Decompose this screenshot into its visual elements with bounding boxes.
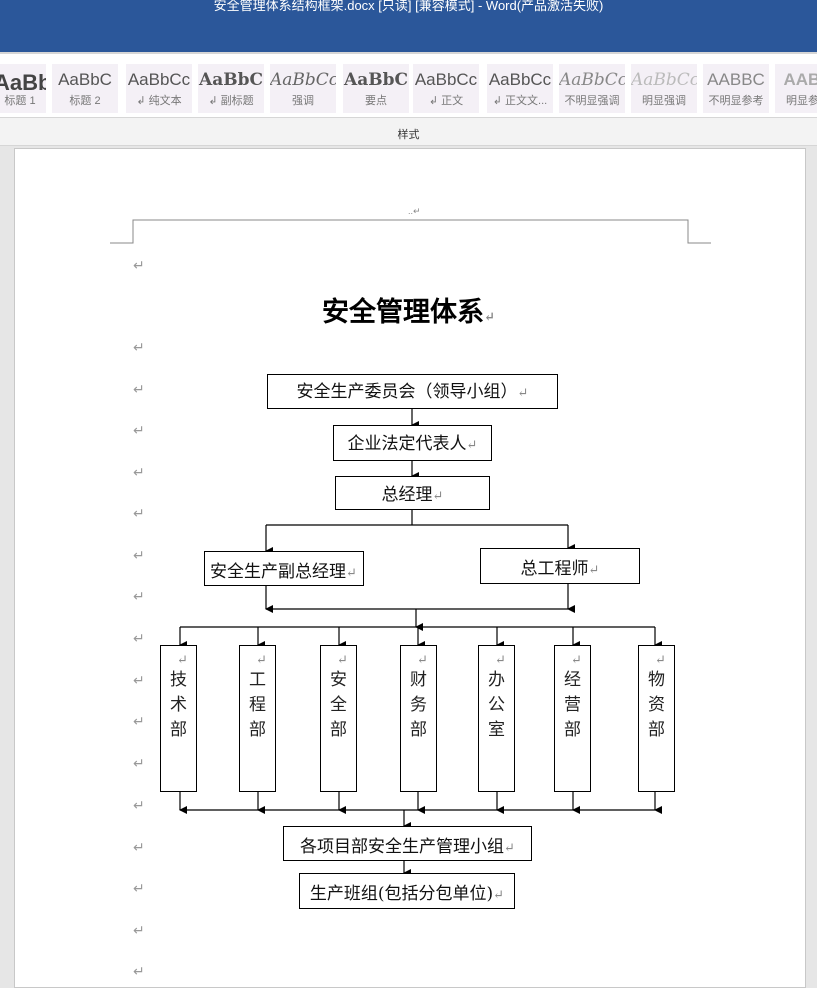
style-7[interactable]: AaBbCc ↲ 正文文... (487, 64, 553, 113)
style-3[interactable]: AaBbC ↲ 副标题 (198, 64, 264, 113)
paragraph-mark: ↵ (133, 589, 145, 605)
paragraph-mark: ↵ (133, 714, 145, 730)
style-sample: AaBbCc (631, 70, 697, 90)
paragraph-mark: ↵ (133, 548, 145, 564)
style-9[interactable]: AaBbCc 明显强调 (631, 64, 697, 113)
style-sample: AaBbCc (559, 70, 625, 90)
style-label: 不明显强调 (564, 95, 620, 107)
style-sample: AaBb (0, 70, 46, 95)
department-char: 部 (410, 720, 427, 740)
box-legal-rep[interactable]: 企业法定代表人↵ (333, 425, 492, 461)
style-label: ↲ 纯文本 (136, 95, 182, 107)
box-department[interactable]: ↵工程部 (239, 645, 276, 792)
department-char: 部 (330, 720, 347, 740)
paragraph-mark: ↵ (133, 923, 145, 939)
department-char: 程 (249, 695, 266, 715)
style-label: 明显参考 (786, 95, 817, 107)
department-char: 务 (410, 695, 427, 715)
header-boundary (110, 219, 711, 244)
department-char: 经 (564, 670, 581, 690)
paragraph-mark: ↵ (133, 423, 145, 439)
box-chief-engineer[interactable]: 总工程师↵ (480, 548, 640, 584)
style-11[interactable]: AABB 明显参考 (775, 64, 817, 113)
style-label: ↲ 正文 (428, 95, 464, 107)
box-department[interactable]: ↵安全部 (320, 645, 357, 792)
department-char: 部 (249, 720, 266, 740)
style-sample: AABB (783, 70, 817, 89)
department-char: 资 (648, 695, 665, 715)
style-sample: AaBbCc (414, 70, 478, 89)
style-label: ↲ 正文文... (492, 95, 548, 107)
style-sample: AaBbCc (127, 70, 191, 89)
department-char: 公 (488, 695, 505, 715)
style-label: 不明显参考 (708, 95, 764, 107)
paragraph-mark: ↵ (133, 506, 145, 522)
paragraph-mark: ↵ (133, 258, 145, 274)
style-sample: AaBbC (199, 70, 263, 90)
paragraph-mark: ↵ (133, 881, 145, 897)
paragraph-mark: ↵ (133, 340, 145, 356)
style-sample: AaBbCc (488, 70, 552, 89)
style-5[interactable]: AaBbC 要点 (343, 64, 409, 113)
department-char: 工 (249, 670, 266, 690)
department-char: 办 (488, 670, 505, 690)
department-char: 部 (170, 720, 187, 740)
box-deputy-gm[interactable]: 安全生产副总经理↵ (204, 551, 364, 586)
paragraph-mark: ↵ (133, 756, 145, 772)
box-department[interactable]: ↵办公室 (478, 645, 515, 792)
department-char: 部 (648, 720, 665, 740)
paragraph-mark: ↵ (133, 465, 145, 481)
department-char: 部 (564, 720, 581, 740)
style-label: 标题 1 (4, 95, 36, 107)
style-8[interactable]: AaBbCc 不明显强调 (559, 64, 625, 113)
header-mark: ..↵ (408, 206, 421, 216)
paragraph-mark: ↵ (133, 382, 145, 398)
box-department[interactable]: ↵技术部 (160, 645, 197, 792)
style-sample: AaBbC (58, 70, 112, 89)
department-char: 术 (170, 695, 187, 715)
style-sample: AaBbCc (270, 70, 336, 90)
box-project-group[interactable]: 各项目部安全生产管理小组↵ (283, 826, 532, 861)
window-title: 安全管理体系结构框架.docx [只读] [兼容模式] - Word(产品激活失… (213, 0, 604, 13)
department-char: 物 (648, 670, 665, 690)
box-committee[interactable]: 安全生产委员会（领导小组）↵ (267, 374, 558, 409)
paragraph-mark: ↵ (133, 840, 145, 856)
box-department[interactable]: ↵物资部 (638, 645, 675, 792)
style-label: 明显强调 (642, 95, 686, 107)
paragraph-mark: ↵ (133, 673, 145, 689)
box-general-manager[interactable]: 总经理↵ (335, 476, 490, 510)
style-label: 要点 (365, 95, 387, 107)
box-department[interactable]: ↵经营部 (554, 645, 591, 792)
box-department[interactable]: ↵财务部 (400, 645, 437, 792)
paragraph-mark: ↵ (133, 798, 145, 814)
department-char: 财 (410, 670, 427, 690)
style-6[interactable]: AaBbCc ↲ 正文 (413, 64, 479, 113)
style-label: 强调 (292, 95, 314, 107)
style-label: ↲ 副标题 (208, 95, 254, 107)
department-char: 安 (330, 670, 347, 690)
document-page[interactable] (14, 148, 806, 988)
style-1[interactable]: AaBbC 标题 2 (52, 64, 118, 113)
paragraph-mark: ↵ (133, 631, 145, 647)
title-bar: 安全管理体系结构框架.docx [只读] [兼容模式] - Word(产品激活失… (0, 0, 817, 52)
department-char: 室 (488, 720, 505, 740)
department-char: 营 (564, 695, 581, 715)
style-sample: AaBbC (344, 70, 408, 90)
style-label: 标题 2 (69, 95, 101, 107)
style-4[interactable]: AaBbCc 强调 (270, 64, 336, 113)
box-work-teams[interactable]: 生产班组(包括分包单位)↵ (299, 873, 515, 909)
document-title: 安全管理体系↵ (322, 297, 495, 328)
styles-group-label: 样式 (0, 118, 817, 146)
style-sample: AABBC (707, 70, 765, 89)
style-10[interactable]: AABBC 不明显参考 (703, 64, 769, 113)
department-char: 技 (170, 670, 187, 690)
department-char: 全 (330, 695, 347, 715)
style-2[interactable]: AaBbCc ↲ 纯文本 (126, 64, 192, 113)
paragraph-mark: ↵ (133, 964, 145, 980)
